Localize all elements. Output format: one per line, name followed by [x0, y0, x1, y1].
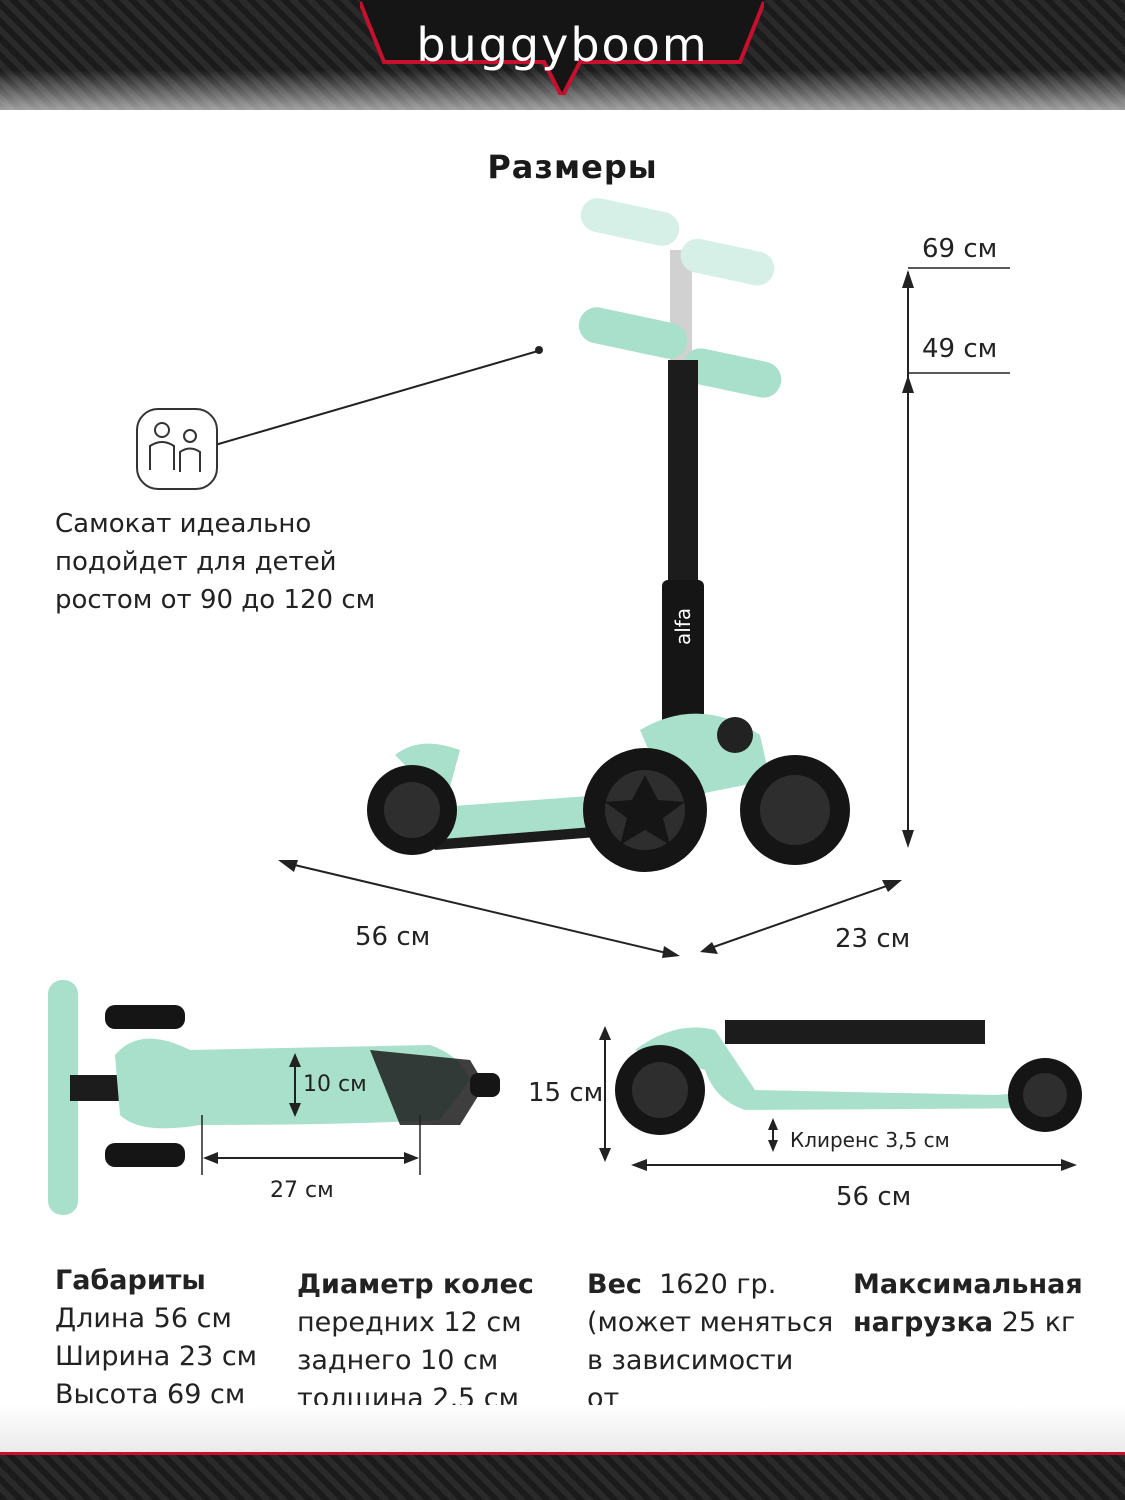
height-max-label: 69 см	[922, 234, 998, 264]
scooter-top-view	[48, 980, 500, 1215]
folded-height-label: 15 см	[528, 1078, 604, 1108]
usage-description: Самокат идеально подойдет для детей рост…	[55, 505, 475, 619]
length-label: 56 см	[355, 922, 431, 952]
right-grip	[682, 348, 782, 398]
height-dimension-lines	[902, 267, 1010, 848]
scooter-main-illustration: alfa	[367, 198, 850, 872]
width-label: 23 см	[835, 924, 911, 954]
steering-column	[668, 360, 698, 590]
left-grip	[578, 307, 688, 359]
usage-line: Самокат идеально	[55, 509, 312, 539]
spec-load: Максимальная нагрузка 25 кг	[853, 1266, 1113, 1342]
load-value: 25 кг	[1001, 1307, 1076, 1338]
spec-line: Ширина 23 см	[55, 1341, 258, 1372]
spec-heading-2: нагрузка	[853, 1307, 994, 1338]
usage-line: ростом от 90 до 120 см	[55, 585, 376, 615]
spec-gabarity: Габариты Длина 56 см Ширина 23 см Высота…	[55, 1262, 285, 1414]
height-min-label: 49 см	[922, 334, 998, 364]
children-icon	[136, 408, 218, 490]
spec-heading: Диаметр колес	[297, 1269, 534, 1300]
clearance-label: Клиренс 3,5 см	[790, 1128, 950, 1152]
brand-logo: buggyboom	[416, 18, 709, 72]
deck-length-label: 27 см	[270, 1178, 334, 1203]
pointer-line	[214, 346, 543, 446]
page-title: Размеры	[487, 148, 658, 186]
footer-carbon-band	[0, 1452, 1125, 1500]
spec-heading: Вес	[587, 1269, 642, 1300]
spec-line: (может меняться	[587, 1307, 834, 1338]
base-dimension-lines	[278, 860, 902, 958]
spec-line: в зависимости	[587, 1345, 794, 1376]
spec-heading: Максимальная	[853, 1269, 1083, 1300]
footer-fade	[0, 1405, 1125, 1455]
usage-line: подойдет для детей	[55, 547, 337, 577]
folded-length-label: 56 см	[836, 1182, 912, 1212]
deck-width-label: 10 см	[303, 1072, 367, 1097]
logo-tab	[360, 0, 764, 95]
weight-value: 1620 гр.	[659, 1269, 777, 1300]
spec-line: Высота 69 см	[55, 1379, 246, 1410]
footer-accent-line	[0, 1452, 1125, 1455]
svg-text:alfa: alfa	[671, 608, 695, 645]
spec-line: заднего 10 см	[297, 1345, 499, 1376]
scooter-side-view	[599, 1020, 1082, 1171]
spec-heading: Габариты	[55, 1265, 206, 1296]
spec-line: передних 12 см	[297, 1307, 522, 1338]
spec-wheels: Диаметр колес передних 12 см заднего 10 …	[297, 1266, 567, 1418]
spec-line: Длина 56 см	[55, 1303, 232, 1334]
